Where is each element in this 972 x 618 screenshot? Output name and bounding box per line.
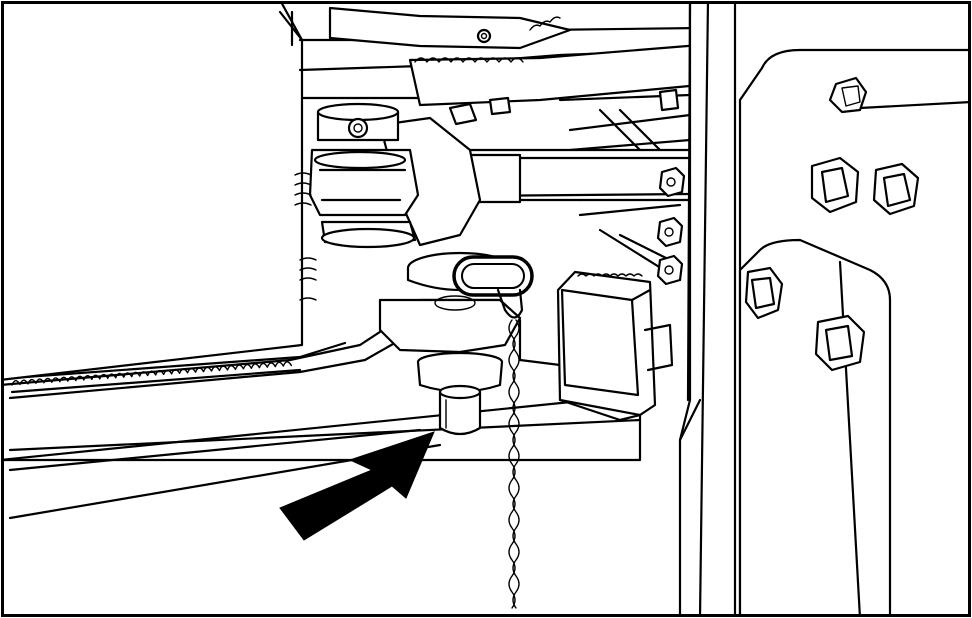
body-panel bbox=[3, 3, 304, 381]
tie-rod-assembly bbox=[294, 102, 692, 301]
upright-nuts bbox=[656, 166, 686, 286]
pivot-pin bbox=[438, 384, 482, 436]
vertical-upright bbox=[678, 3, 737, 615]
upper-structure bbox=[298, 6, 702, 282]
connector-housing bbox=[556, 270, 674, 422]
ring-pin-with-chain bbox=[452, 255, 534, 609]
pointer-arrow-icon bbox=[279, 431, 435, 541]
hex-bolts bbox=[744, 76, 920, 372]
